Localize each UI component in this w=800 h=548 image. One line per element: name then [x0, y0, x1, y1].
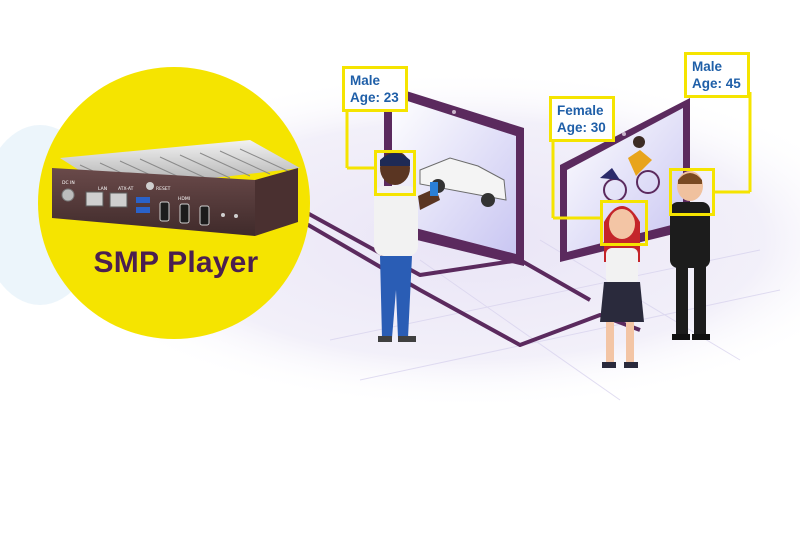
reset-button-icon: [146, 182, 154, 190]
display-screen-1: [384, 84, 524, 266]
detection-tag-male-23: Male Age: 23: [342, 66, 408, 112]
face-detection-box: [600, 200, 648, 246]
dc-in-port: [61, 188, 75, 202]
port-label-atx: ATX-AT: [118, 186, 134, 192]
tag-gender: Male: [350, 73, 381, 88]
person-young-man: [374, 151, 440, 342]
tag-age: Age: 30: [557, 120, 606, 135]
port-label-lan: LAN: [98, 186, 107, 192]
hdmi-port-2: [179, 203, 190, 224]
leader-lines: [345, 92, 752, 220]
display-screen-2: [560, 98, 690, 262]
detection-tag-female-30: Female Age: 30: [549, 96, 615, 142]
usb-port-1: [136, 197, 150, 203]
lan-port-1: [85, 191, 104, 207]
port-label-dc-in: DC IN: [62, 180, 75, 186]
tag-gender: Male: [692, 59, 723, 74]
cyclists-image: [600, 136, 660, 202]
detection-tag-male-45: Male Age: 45: [684, 52, 750, 98]
port-label-reset: RESET: [156, 186, 171, 192]
player-title: SMP Player: [93, 246, 259, 279]
port-label-hdmi: HDMI: [178, 196, 190, 202]
led-icon: [221, 213, 225, 217]
lan-port-2: [109, 192, 128, 208]
usb-port-2: [136, 207, 150, 213]
device-side-panel: [255, 168, 298, 236]
face-detection-box: [374, 150, 416, 196]
face-detection-box: [669, 168, 715, 216]
tag-gender: Female: [557, 103, 604, 118]
led-icon: [234, 214, 238, 218]
tag-age: Age: 45: [692, 76, 741, 91]
hdmi-port-1: [159, 201, 170, 222]
smp-player-device: DC IN LAN ATX-AT RESET HDMI: [52, 140, 300, 236]
person-older-man: [670, 171, 710, 340]
hdmi-port-3: [199, 205, 210, 226]
tag-age: Age: 23: [350, 90, 399, 105]
person-woman: [600, 206, 644, 368]
